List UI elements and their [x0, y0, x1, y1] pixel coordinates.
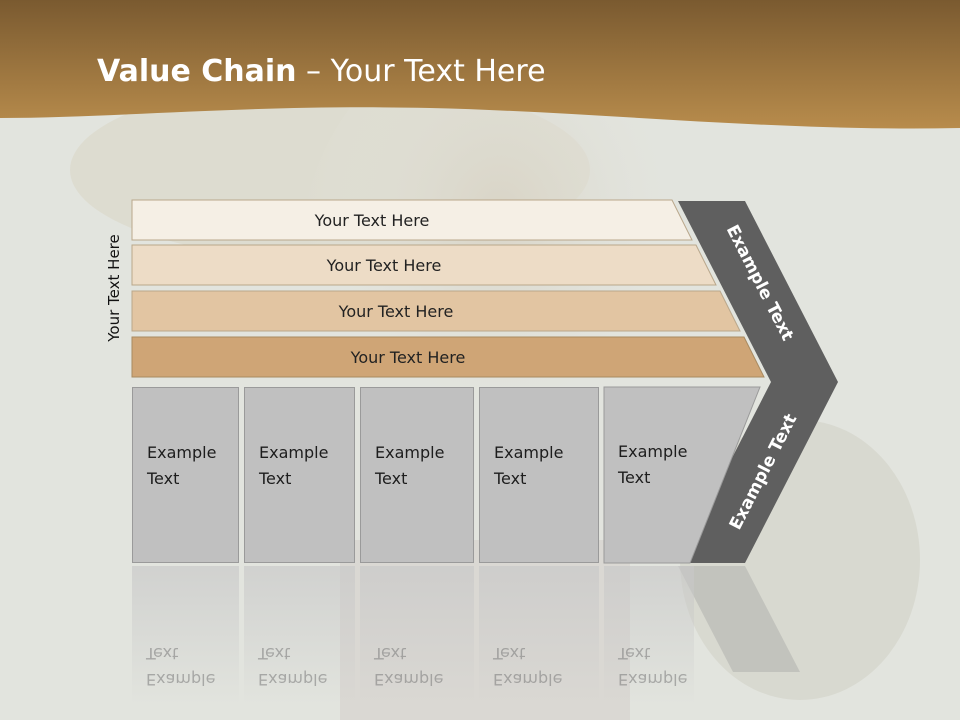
activity-box-2: Example Text — [244, 387, 355, 563]
bar-shape-3 — [131, 290, 741, 332]
bar-3: Your Text Here — [132, 291, 720, 331]
box-2-label: Example Text — [259, 443, 329, 488]
bar-2-label: Your Text Here — [326, 255, 442, 275]
box-reflection-4: Example Text — [479, 566, 599, 706]
bar-4: Your Text Here — [132, 337, 744, 377]
title-bold: Value Chain — [97, 54, 297, 89]
box-4-label: Example Text — [494, 443, 564, 488]
bar-1: Your Text Here — [132, 200, 672, 240]
box-reflection-1-label: Example Text — [146, 644, 216, 689]
box-reflection-5: Example Text — [604, 566, 694, 706]
box-shape-5 — [603, 386, 761, 564]
bar-shape-1 — [131, 199, 693, 241]
bar-shape-2 — [131, 244, 717, 286]
activity-box-4: Example Text — [479, 387, 599, 563]
title-rest: – Your Text Here — [296, 54, 546, 89]
chevron-reflection — [678, 566, 800, 672]
box-reflection-4-label: Example Text — [493, 644, 563, 689]
bar-3-label: Your Text Here — [338, 301, 454, 321]
bar-2: Your Text Here — [132, 245, 696, 285]
chevron-upper — [678, 201, 838, 382]
box-reflection-3: Example Text — [360, 566, 474, 706]
activity-box-3: Example Text — [360, 387, 474, 563]
box-1-label: Example Text — [147, 443, 217, 488]
box-reflection-3-label: Example Text — [374, 644, 444, 689]
bar-1-label: Your Text Here — [314, 210, 430, 230]
page-title: Value Chain – Your Text Here — [97, 54, 546, 89]
chevron-lower — [678, 382, 838, 563]
box-reflection-2-label: Example Text — [258, 644, 328, 689]
box-5-label: Example Text — [618, 442, 688, 487]
box-reflection-1: Example Text — [132, 566, 239, 706]
box-reflection-2: Example Text — [244, 566, 355, 706]
bar-shape-4 — [131, 336, 765, 378]
box-reflection-5-label: Example Text — [618, 644, 688, 689]
activity-box-5: Example Text — [604, 387, 694, 563]
activity-box-1: Example Text — [132, 387, 239, 563]
box-3-label: Example Text — [375, 443, 445, 488]
bar-4-label: Your Text Here — [350, 347, 466, 367]
